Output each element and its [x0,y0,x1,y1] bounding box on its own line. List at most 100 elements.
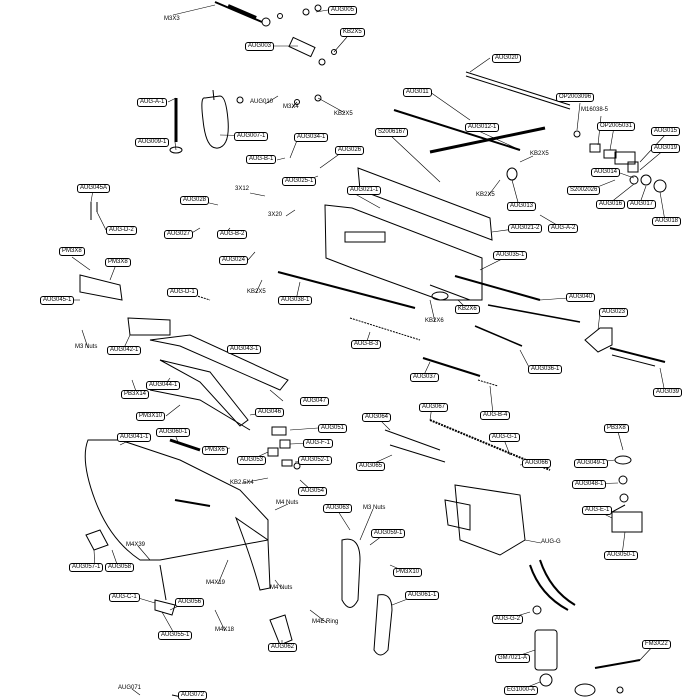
label-pm3x6: PM3X6 [202,446,228,455]
label-aug025-1: AUG025-1 [282,177,317,186]
grip-assembly [170,90,321,153]
label-kb2x6-b: KB2X6 [425,318,444,324]
upper-receiver [325,168,492,300]
label-m3-nuts-b: M3 Nuts [363,505,386,511]
label-aug072: AUG072 [178,691,208,700]
label-aug-d-2: AUG-D-2 [106,226,137,235]
label-aug051: AUG051 [318,424,348,433]
leader-lines [70,5,665,700]
label-aug018: AUG018 [652,217,682,226]
label-aug043-1: AUG043-1 [227,345,262,354]
label-aug059-1: AUG059-1 [371,529,406,538]
label-aug-b-2: AUG-B-2 [217,230,248,239]
label-aug-b-1: AUG-B-1 [246,155,277,164]
label-aug-g-2: AUG-G-2 [492,615,524,624]
label-aug012-1: AUG012-1 [465,123,500,132]
label-aug060-1: AUG060-1 [156,428,191,437]
label-aug034-1: AUG034-1 [294,133,329,142]
label-pb3x14: PB3X14 [121,390,150,399]
label-aug038-1: AUG038-1 [278,296,313,305]
label-aug063: AUG063 [323,504,353,513]
label-pm3x8-a: PM3X8 [59,247,85,256]
selector-block [612,456,642,532]
gearbox [445,485,575,610]
label-aug-e-1: AUG-E-1 [582,506,613,515]
label-aug055-1: AUG055-1 [158,631,193,640]
label-aug003: AUG003 [245,42,275,51]
label-3x20: 3X20 [268,212,283,218]
label-aug037: AUG037 [410,373,440,382]
label-aug039: AUG039 [653,388,683,397]
label-aug064: AUG064 [362,413,392,422]
label-aug017: AUG017 [627,200,657,209]
label-aug044-1: AUG044-1 [146,381,181,390]
label-aug066: AUG066 [522,459,552,468]
label-aug011: AUG011 [403,88,432,97]
label-kb2x5-a: KB2X5 [340,28,365,37]
label-aug027: AUG027 [164,230,194,239]
side-plate [342,539,392,655]
label-kb2x6-a: KB2X6 [455,305,480,314]
label-eg1000-a: EG1000-A [504,686,539,695]
label-aug057-1: AUG057-1 [69,563,104,572]
label-aug-b-4: AUG-B-4 [480,411,511,420]
lower-stock [85,440,270,590]
label-aug016: AUG016 [596,200,626,209]
label-aug005: AUG005 [328,6,358,15]
label-aug056: AUG056 [175,598,205,607]
label-pm3x10-a: PM3X10 [136,412,166,421]
label-aug020: AUG020 [492,54,522,63]
label-m4e-ring: M4E Ring [312,619,339,625]
label-aug035-1: AUG035-1 [493,251,528,260]
label-op2003096: OP2003096 [556,93,595,102]
label-m4x39: M4X39 [126,542,146,548]
rods [178,272,580,386]
label-aug-d-1: AUG-D-1 [167,288,198,297]
label-pb3x8: PB3X8 [604,424,629,433]
label-s2006167: S2006167 [375,128,409,137]
label-m16038-5: M16038-5 [581,107,609,113]
label-kb2x5-b: KB2X5 [334,111,353,117]
label-aug061-1: AUG061-1 [405,591,440,600]
label-aug046: AUG046 [255,408,285,417]
label-m4-nuts-a: M4 Nuts [276,500,299,506]
label-aug015: AUG015 [651,127,681,136]
barrel-bracket [585,328,665,366]
trigger-parts [80,202,288,430]
label-aug007-1: AUG007-1 [234,132,269,141]
label-aug040: AUG040 [566,293,596,302]
label-aug014: AUG014 [591,168,621,177]
label-kb2-5x4: KB2.5X4 [230,480,254,486]
label-aug053: AUG053 [237,456,267,465]
label-m3-nuts-a: M3 Nuts [75,344,98,350]
label-aug050-1: AUG050-1 [604,551,639,560]
top-spring-assembly [215,2,337,65]
label-fm3x22: FM3X22 [642,640,671,649]
label-m3x4: M3X4 [283,104,299,110]
label-aug021-1: AUG021-1 [347,186,382,195]
label-aug065: AUG065 [356,462,386,471]
label-aug036-1: AUG036-1 [528,365,563,374]
label-aug-a-2: AUG-A-2 [548,224,579,233]
label-aug045a: AUG045A [77,184,111,193]
label-aug067: AUG067 [419,403,449,412]
label-kb2x5-d: KB2X5 [476,192,495,198]
label-m4x18: M4X18 [215,627,235,633]
label-m4x19: M4X19 [206,580,226,586]
label-3x12: 3X12 [235,186,250,192]
label-aug071: AUG071 [118,685,142,691]
label-aug013: AUG013 [507,202,537,211]
label-aug-c-1: AUG-C-1 [109,593,140,602]
label-aug023: AUG023 [599,308,629,317]
label-aug028: AUG028 [180,196,210,205]
label-aug048-1: AUG048-1 [572,480,607,489]
label-pm3x8-b: PM3X8 [105,258,131,267]
label-m3x3: M3X3 [164,16,180,22]
label-aug019: AUG019 [651,144,681,153]
label-aug062: AUG062 [268,643,298,652]
label-m4-nuts-b: M4 Nuts [270,585,293,591]
label-aug026: AUG026 [335,146,365,155]
label-aug-b-3: AUG-B-3 [351,340,382,349]
label-aug045-1: AUG045-1 [40,296,75,305]
